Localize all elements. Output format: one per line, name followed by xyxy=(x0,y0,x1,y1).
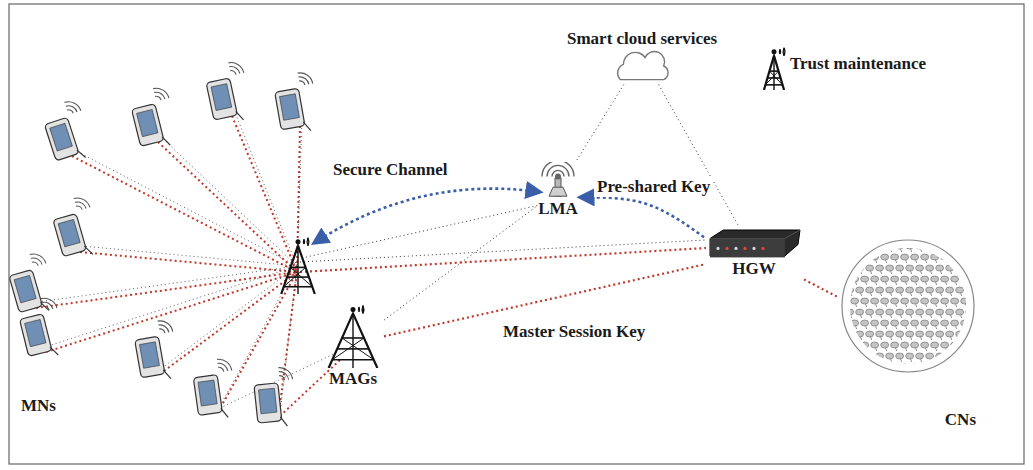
tower-node: Trust maintenance xyxy=(760,44,928,92)
antenna-node: LMA xyxy=(536,160,580,221)
link-line xyxy=(300,248,706,272)
cloud-icon xyxy=(611,49,673,83)
connector xyxy=(804,279,838,297)
node-label: LMA xyxy=(538,199,578,219)
edge-label: Pre-shared Key xyxy=(594,177,713,197)
tower-icon xyxy=(281,238,315,294)
node-label: HGW xyxy=(732,259,775,279)
tower-icon xyxy=(762,46,786,90)
router-node: HGW xyxy=(704,226,804,281)
cns-node: CNs xyxy=(838,236,978,432)
node-label: MAGs xyxy=(329,369,377,389)
connector xyxy=(577,85,624,160)
node-label: Trust maintenance xyxy=(790,54,926,74)
node-label: Smart cloud services xyxy=(567,29,717,49)
antenna-icon xyxy=(538,162,578,198)
text-label: MNs xyxy=(18,396,59,416)
link-line xyxy=(302,205,540,258)
connector xyxy=(659,85,739,226)
connector xyxy=(384,207,536,320)
tower-node: MAGs xyxy=(322,296,384,391)
connector xyxy=(580,197,704,237)
node-label: CNs xyxy=(945,410,976,430)
router-icon xyxy=(706,228,802,258)
text-label: Master Session Key xyxy=(500,322,648,342)
frame xyxy=(9,4,1024,464)
cns-icon xyxy=(840,238,976,374)
text-label: Secure Channel xyxy=(330,160,450,180)
tower-icon xyxy=(324,298,382,368)
mobile-nodes xyxy=(5,60,340,429)
secure-channel-arrow xyxy=(314,189,540,243)
cloud-node: Smart cloud services xyxy=(565,26,719,85)
